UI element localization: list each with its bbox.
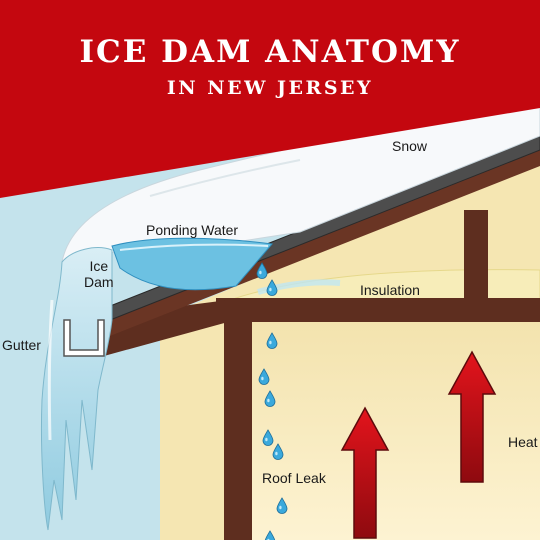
label-ice-dam: Ice Dam [84, 258, 114, 290]
label-roof-leak: Roof Leak [262, 470, 326, 486]
banner-subtitle: IN NEW JERSEY [166, 77, 374, 99]
gutter [63, 319, 105, 357]
heat-arrow-icon [340, 406, 390, 539]
ponding-surface [119, 243, 269, 251]
banner-title: ICE DAM ANATOMY [79, 34, 461, 70]
room-interior [250, 322, 540, 540]
label-snow: Snow [392, 138, 428, 154]
ponding-water [111, 237, 273, 291]
heat-arrow-icon [447, 350, 497, 483]
label-insulation: Insulation [360, 282, 420, 298]
insulation-gleam [257, 279, 341, 295]
icicle-highlight [47, 299, 54, 441]
ice-dam [40, 247, 113, 531]
label-gutter: Gutter [2, 337, 41, 353]
attic-stud [464, 210, 488, 304]
label-heat: Heat [508, 434, 538, 450]
label-ponding-water: Ponding Water [146, 222, 239, 238]
title-banner [0, 0, 540, 198]
wall-post [224, 318, 252, 540]
label-ice-dam-line2: Dam [84, 274, 114, 290]
label-ice-dam-line1: Ice [89, 258, 109, 274]
ceiling-joist [216, 298, 540, 322]
